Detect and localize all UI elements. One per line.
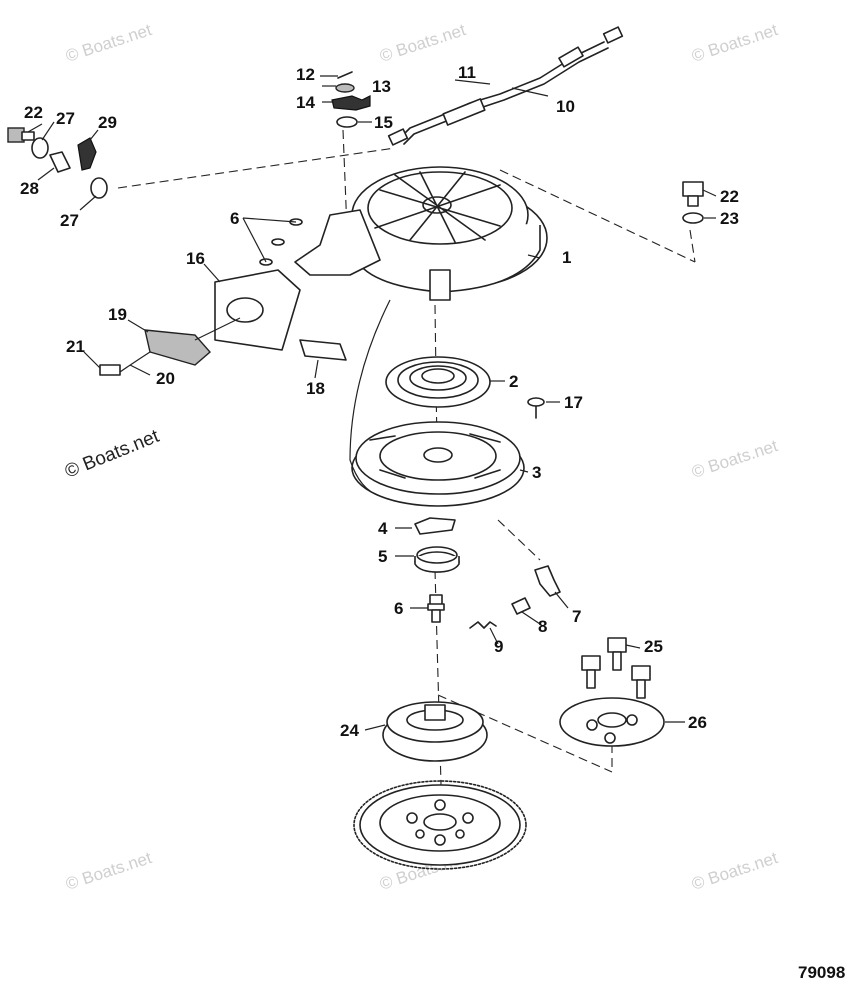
starter-cable [387, 26, 624, 146]
callout-9: 9 [494, 637, 503, 656]
callout-7: 7 [572, 607, 581, 626]
screw-center [427, 594, 445, 623]
watermark: © Boats.net [689, 436, 780, 482]
callout-13: 13 [372, 77, 391, 96]
callout-10: 10 [556, 97, 575, 116]
starter-housing [294, 166, 548, 301]
callout-2: 2 [509, 372, 518, 391]
callout-28: 28 [20, 179, 39, 198]
callout-11: 11 [458, 63, 476, 82]
callout-22-left: 22 [24, 103, 43, 122]
callout-24: 24 [340, 721, 359, 740]
return-spring [469, 621, 497, 629]
callout-14: 14 [296, 93, 315, 112]
callout-27-top: 27 [56, 109, 75, 128]
callout-20: 20 [156, 369, 175, 388]
callout-23: 23 [720, 209, 739, 228]
callout-3: 3 [532, 463, 541, 482]
flywheel [353, 780, 527, 870]
watermark-center: © Boats.net [62, 426, 163, 483]
callout-22-right: 22 [720, 187, 739, 206]
pawl-spring [511, 597, 531, 615]
pawl [534, 565, 561, 597]
callout-6-center: 6 [394, 599, 403, 618]
screws-top [259, 218, 303, 266]
figure-number: 79098 [798, 963, 845, 982]
callout-26: 26 [688, 713, 707, 732]
left-hardware [7, 127, 108, 199]
plate-bolts [581, 637, 651, 699]
rope-handle [144, 317, 241, 366]
cover-plate [559, 697, 665, 747]
insert-21 [99, 364, 121, 376]
callout-17: 17 [564, 393, 583, 412]
bracket-18 [299, 339, 347, 361]
watermark: © Boats.net [63, 848, 154, 894]
lever-hardware [331, 71, 371, 128]
watermark: © Boats.net [377, 20, 468, 66]
leader-lines [27, 75, 717, 731]
callout-21: 21 [66, 337, 85, 356]
callout-12: 12 [296, 65, 315, 84]
callout-6-top: 6 [230, 209, 239, 228]
callout-5: 5 [378, 547, 387, 566]
rope-handle-grommet [214, 269, 301, 351]
callout-15: 15 [374, 113, 393, 132]
callout-25: 25 [644, 637, 663, 656]
callout-4: 4 [378, 519, 388, 538]
starter-hub [382, 701, 488, 762]
callout-8: 8 [538, 617, 547, 636]
watermark: © Boats.net [63, 20, 154, 66]
watermark: © Boats.net [689, 20, 780, 66]
friction-plate [414, 517, 456, 535]
right-hardware [682, 181, 704, 224]
cam [414, 546, 460, 573]
screw-17 [527, 397, 545, 419]
callout-16: 16 [186, 249, 205, 268]
callout-19: 19 [108, 305, 127, 324]
rewind-spring [385, 356, 491, 408]
callout-18: 18 [306, 379, 325, 398]
rope-pulley [349, 299, 525, 507]
rope-20 [119, 351, 151, 373]
callout-1: 1 [562, 248, 571, 267]
watermark: © Boats.net [689, 848, 780, 894]
callout-29: 29 [98, 113, 117, 132]
callouts: 1 2 3 4 5 6 6 7 8 9 10 11 12 13 14 15 16… [20, 63, 739, 740]
parts [7, 26, 704, 870]
callout-27-bottom: 27 [60, 211, 79, 230]
